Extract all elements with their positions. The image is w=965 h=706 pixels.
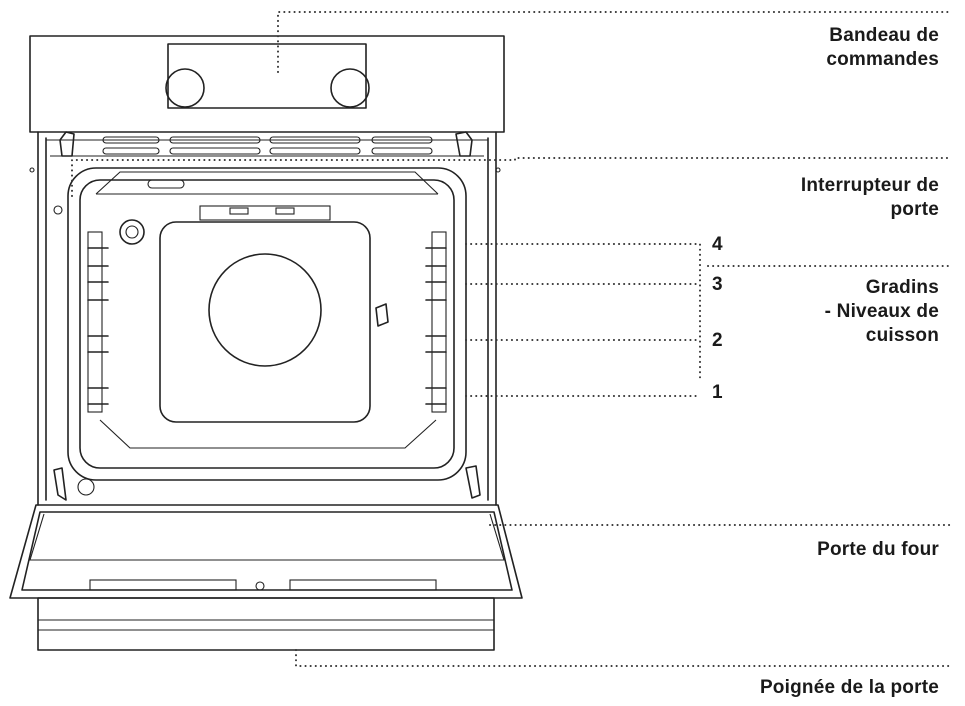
level-number-1: 1 xyxy=(712,382,723,403)
label-control-panel: Bandeau de commandes xyxy=(826,24,939,72)
label-door-switch: Interrupteur de porte xyxy=(801,174,939,222)
label-control-panel-line2: commandes xyxy=(826,49,939,70)
oven-door xyxy=(9,465,523,599)
level-number-2: 2 xyxy=(712,330,723,351)
label-oven-door-text: Porte du four xyxy=(817,539,939,560)
control-panel xyxy=(29,35,505,133)
label-racks-line3: cuisson xyxy=(865,325,939,346)
label-door-switch-line1: Interrupteur de xyxy=(800,175,939,196)
rack-rails xyxy=(87,231,447,413)
label-control-panel-line1: Bandeau de xyxy=(829,25,939,46)
label-racks-line1: Gradins xyxy=(865,277,939,298)
label-racks-line2: - Niveaux de xyxy=(824,301,939,322)
door-handle xyxy=(37,597,495,651)
label-door-handle: Poignée de la porte xyxy=(760,676,939,700)
oven-body xyxy=(29,131,501,506)
oven-cavity xyxy=(67,167,467,481)
level-number-3: 3 xyxy=(712,274,723,295)
label-door-switch-line2: porte xyxy=(890,199,939,220)
label-door-handle-text: Poignée de la porte xyxy=(759,677,939,698)
label-oven-door: Porte du four xyxy=(817,538,939,562)
leader-lines xyxy=(71,11,953,667)
label-racks: Gradins - Niveaux de cuisson xyxy=(825,276,939,348)
level-number-4: 4 xyxy=(712,234,723,255)
